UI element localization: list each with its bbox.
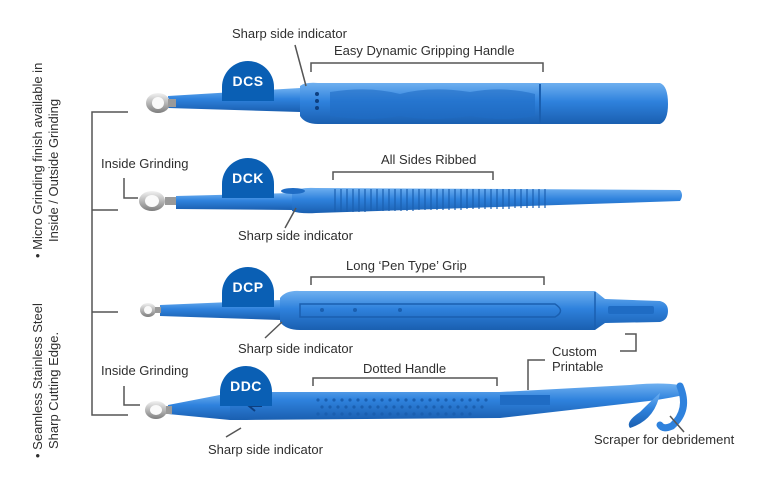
note-stainless-steel-line1: • Seamless Stainless Steel [30, 303, 45, 458]
instrument-dck [139, 187, 682, 214]
callout-lines [123, 44, 685, 438]
badge-dcp: DCP [222, 267, 274, 307]
dcs-handle-label: Easy Dynamic Gripping Handle [334, 43, 515, 58]
dck-inside-grinding-label: Inside Grinding [101, 156, 189, 171]
note-stainless-steel: • Seamless Stainless Steel Sharp Cutting… [30, 303, 62, 458]
ddc-inside-grinding-label: Inside Grinding [101, 363, 189, 378]
ddc-custom-line2: Printable [552, 359, 604, 374]
dcp-sharp-side-label: Sharp side indicator [238, 341, 353, 356]
ddc-custom-label: Custom Printable [552, 344, 603, 374]
badge-dck: DCK [222, 158, 274, 198]
ddc-scraper-label: Scraper for debridement [594, 432, 735, 447]
ddc-sharp-side-label: Sharp side indicator [208, 442, 323, 457]
note-micro-grinding-line1: • Micro Grinding finish available in [30, 62, 45, 258]
badge-ddc: DDC [220, 366, 272, 406]
note-micro-grinding: • Micro Grinding finish available in Ins… [30, 63, 62, 258]
dck-handle-label: All Sides Ribbed [381, 152, 477, 167]
note-micro-grinding-line2: Inside / Outside Grinding [46, 98, 61, 242]
ddc-handle-label: Dotted Handle [363, 361, 447, 376]
ddc-custom-line1: Custom [552, 344, 597, 359]
custom-print-area [500, 395, 550, 405]
dcs-sharp-side-label: Sharp side indicator [232, 26, 347, 41]
grouping-bracket [91, 111, 128, 416]
instrument-dcp [140, 290, 668, 330]
dck-sharp-side-label: Sharp side indicator [238, 228, 353, 243]
note-stainless-steel-line2: Sharp Cutting Edge. [46, 331, 61, 449]
badge-dcs: DCS [222, 61, 274, 101]
dcp-handle-label: Long ‘Pen Type’ Grip [346, 258, 467, 273]
